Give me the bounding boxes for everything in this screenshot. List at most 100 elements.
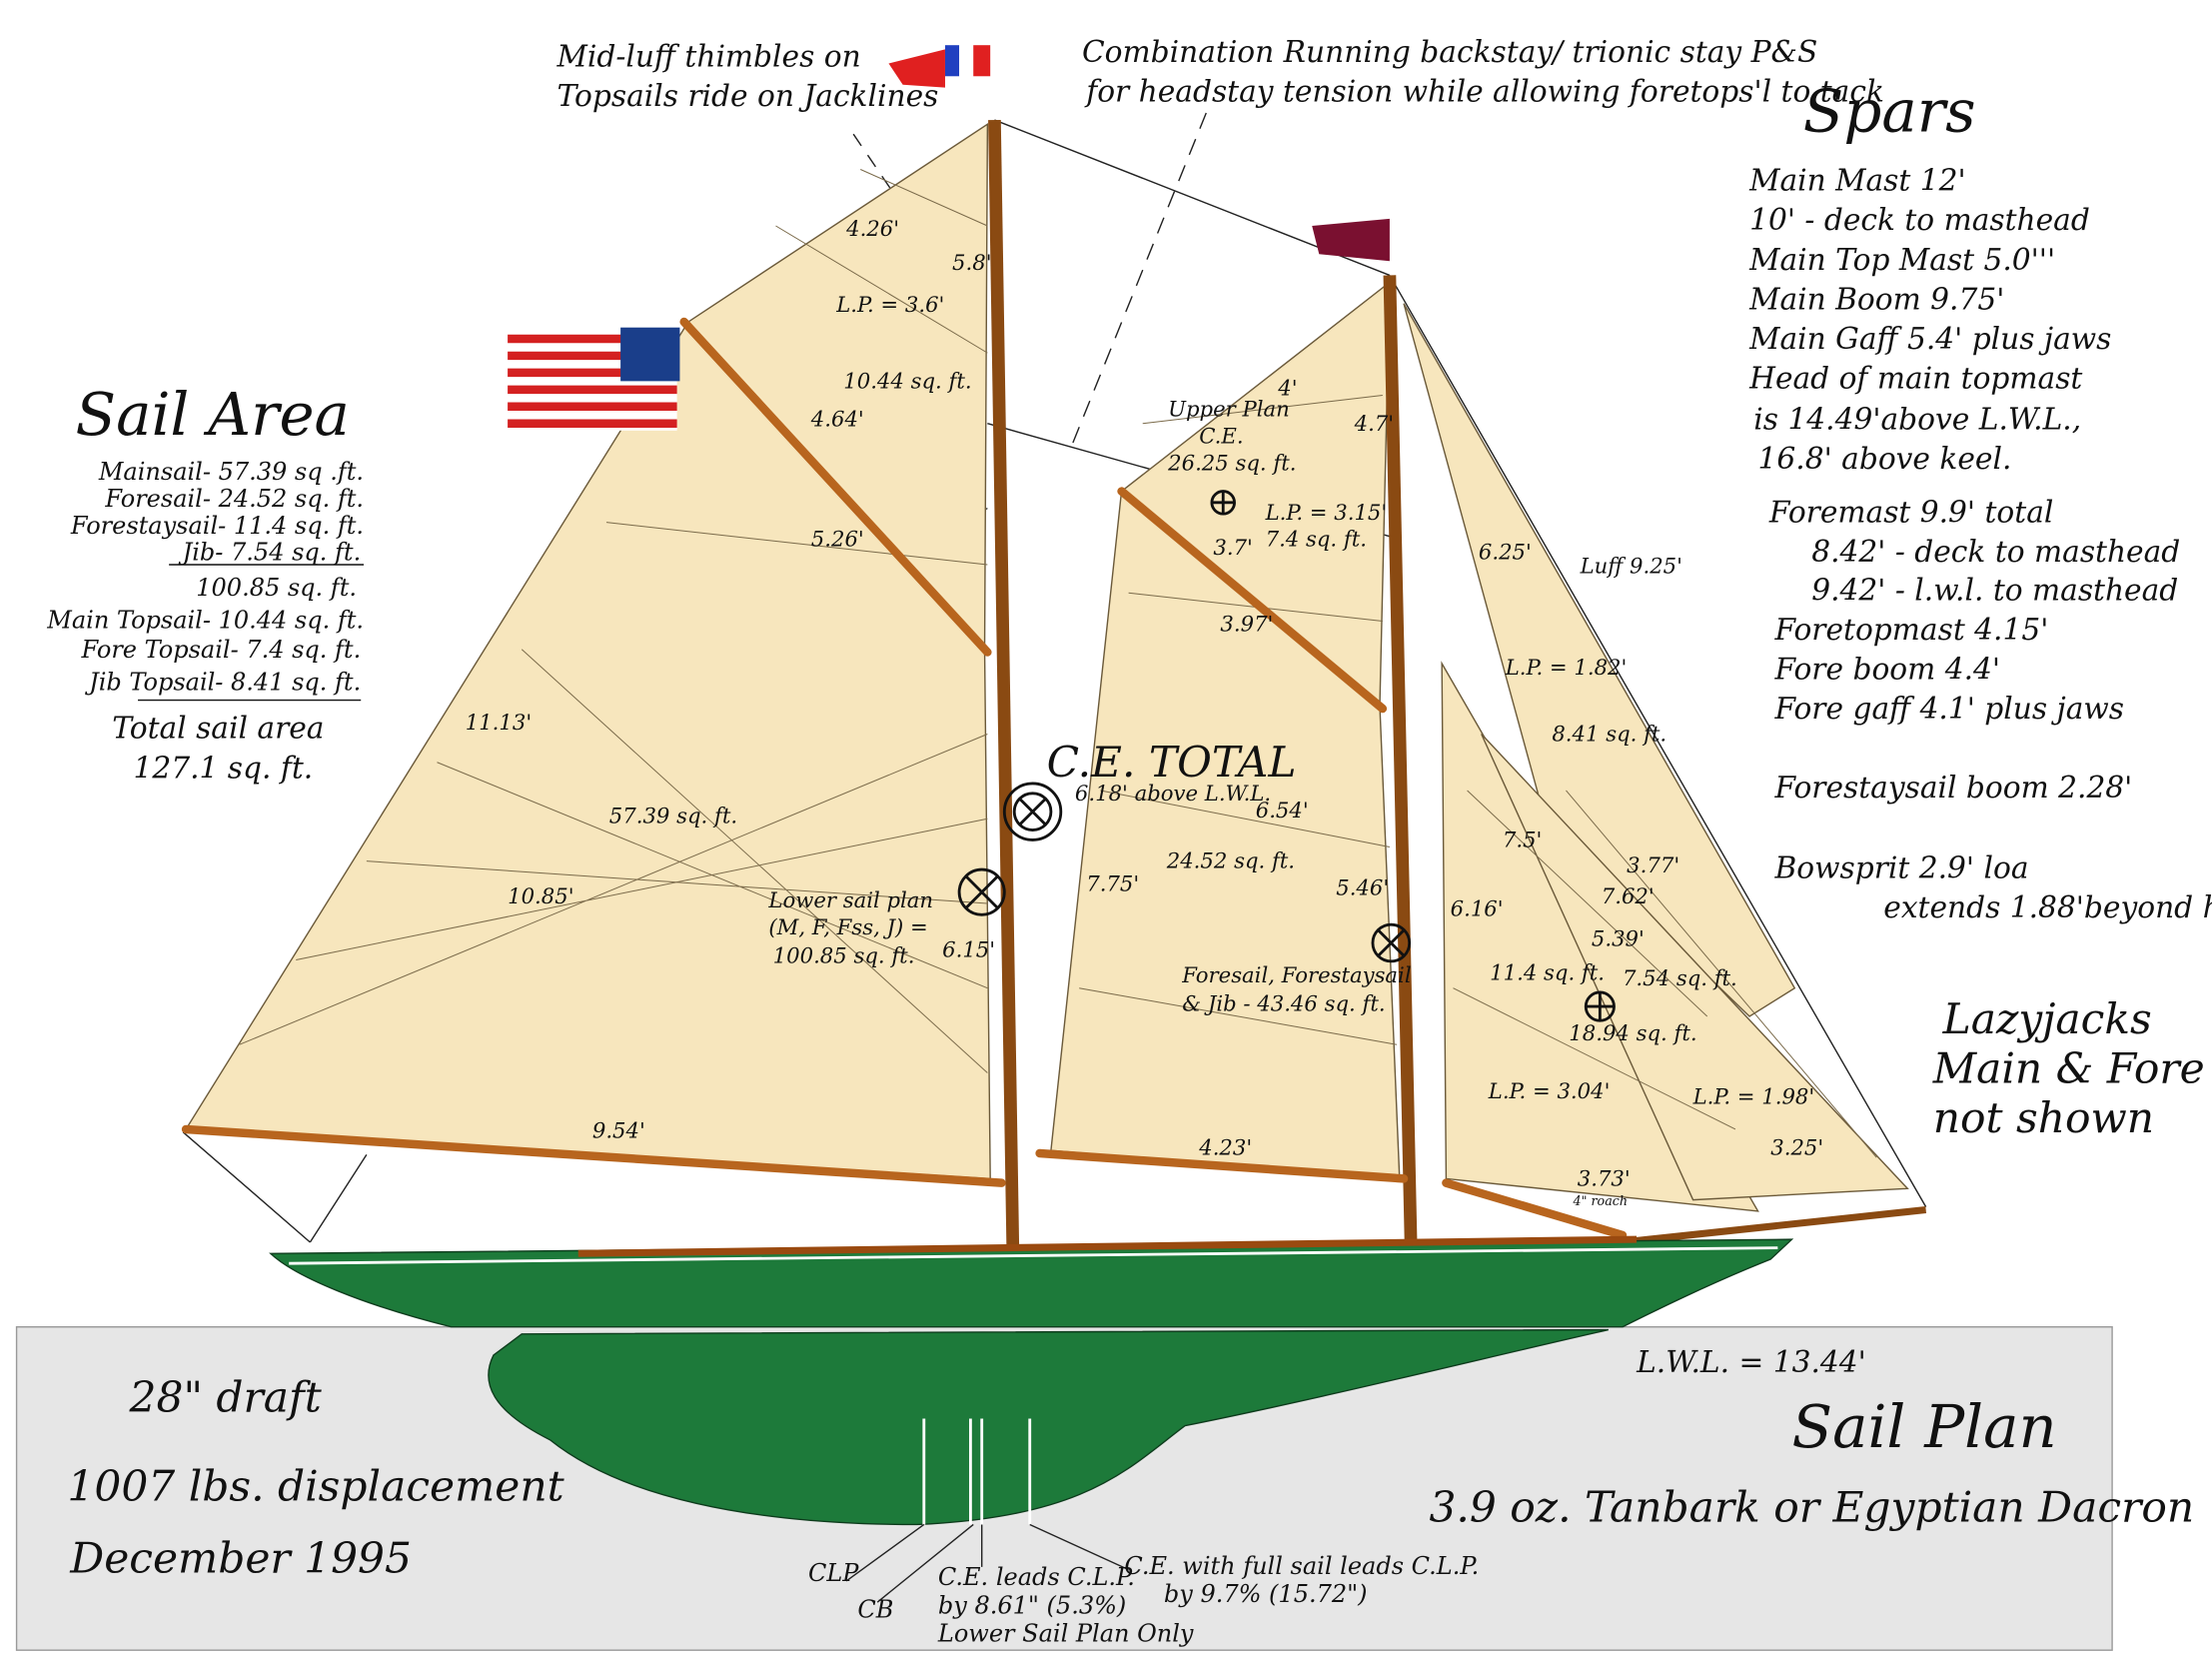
draft-label: 28" draft	[129, 1372, 323, 1421]
keel	[488, 1328, 1609, 1526]
label-spars-fore-3: Foretopmast 4.15'	[1774, 612, 2049, 647]
label-sail-labels-main-topsail-1: 5.8'	[952, 250, 991, 275]
ce-lower-icon	[957, 867, 1006, 916]
date-label: December 1995	[69, 1533, 412, 1582]
label-sail-labels-jib-3: 7.54 sq. ft.	[1623, 965, 1737, 990]
label-sail-labels-foresail-4: 5.46'	[1336, 875, 1389, 900]
label-sail-labels-foresail-1: 6.54'	[1256, 798, 1309, 823]
label-notes-lazyjacks-1: Main & Fore	[1932, 1043, 2205, 1092]
label-sail-labels-jib-0: 3.77'	[1627, 852, 1679, 877]
jib-topsail	[1403, 303, 1796, 1017]
label-spars-bowsprit-0: Bowsprit 2.9' loa	[1774, 850, 2029, 885]
label-sail-labels-main-topsail-0: 4.26'	[845, 216, 899, 241]
plan-title: Sail Plan	[1791, 1392, 2056, 1461]
label-sail-labels-forestaysail-6: 4" roach	[1573, 1193, 1629, 1208]
lazyjacks-note: Lazyjacks Main & Fore not shown	[1932, 994, 2205, 1142]
main-boom	[181, 1124, 1006, 1187]
burgee-flag	[1312, 218, 1390, 262]
label-sail-labels-foresail-2: 24.52 sq. ft.	[1166, 848, 1295, 873]
label-hull-ce-full-0: C.E. with full sail leads C.L.P.	[1124, 1552, 1479, 1580]
fore-gaff	[1117, 487, 1388, 714]
label-sail-labels-ce-total-sub: 6.18' above L.W.L.	[1075, 781, 1271, 806]
ce-head-icon	[1584, 990, 1616, 1022]
label-notes-lazyjacks-2: not shown	[1933, 1093, 2154, 1142]
label-hull-clp: CLP	[808, 1559, 859, 1587]
label-spars-fore-1: 8.42' - deck to masthead	[1811, 534, 2180, 569]
label-sail-labels-main-topsail-3: 10.44 sq. ft.	[843, 368, 971, 393]
bowsprit	[1622, 1205, 1927, 1246]
label-sail-labels-lower-plan-0: Lower sail plan	[767, 887, 933, 912]
displacement-label: 1007 lbs. displacement	[67, 1461, 564, 1510]
ce-markers	[957, 490, 1616, 1022]
label-sail-labels-forestaysail-5: 3.73'	[1578, 1165, 1631, 1190]
label-sail-labels-forestaysail-0: 7.5'	[1503, 826, 1543, 851]
label-sail-labels-fore-topsail-4: 3.7'	[1213, 535, 1253, 560]
label-spars-fore-0: Foremast 9.9' total	[1768, 495, 2054, 530]
label-spars-bowsprit-1: extends 1.88'beyond hull	[1883, 889, 2212, 924]
label-spars-lines-6: is 14.49'above L.W.L.,	[1753, 401, 2081, 436]
forestaysail-boom	[1442, 1178, 1628, 1240]
label-spars-lines-5: Head of main topmast	[1748, 360, 2082, 395]
label-sail-labels-forestaysail-3: 18.94 sq. ft.	[1569, 1020, 1696, 1045]
sail-area-summary: Sail Area Mainsail- 57.39 sq .ft. Foresa…	[46, 380, 364, 785]
spars	[181, 119, 1927, 1250]
label-sail-labels-fore-topsail-1: 4.7'	[1354, 411, 1395, 436]
label-sail-labels-jib-topsail-3: 8.41 sq. ft.	[1552, 722, 1666, 747]
label-sail-labels-jib-4: L.P. = 1.98'	[1692, 1084, 1815, 1109]
note-thimbles-2: Topsails ride on Jacklines	[557, 78, 939, 113]
label-sail-area-upper-0: Main Topsail- 10.44 sq. ft.	[46, 607, 364, 635]
sail-area-title: Sail Area	[75, 380, 349, 449]
spars-title: Spars	[1803, 76, 1976, 145]
label-sail-labels-combined-0: Foresail, Forestaysail	[1181, 962, 1411, 987]
fore-mast	[1383, 275, 1418, 1243]
label-sail-labels-jib-topsail-0: 6.25'	[1479, 539, 1532, 564]
label-sail-labels-foresail-5: 4.23'	[1198, 1134, 1252, 1159]
label-sail-labels-lower-plan-3: 6.15'	[942, 937, 995, 962]
label-sail-labels-lower-plan-2: 100.85 sq. ft.	[773, 942, 915, 967]
label-sail-labels-jib-topsail-1: Luff 9.25'	[1580, 553, 1682, 578]
label-sail-labels-jib-topsail-2: L.P. = 1.82'	[1505, 655, 1628, 680]
label-sail-labels-combined-1: & Jib - 43.46 sq. ft.	[1182, 990, 1385, 1015]
us-flag	[508, 327, 680, 431]
label-spars-lines-3: Main Boom 9.75'	[1748, 281, 2004, 316]
ce-upper-icon	[1210, 490, 1236, 516]
label-sail-labels-mainsail-4: 9.54'	[592, 1117, 645, 1142]
label-spars-forestaysail: Forestaysail boom 2.28'	[1774, 770, 2133, 805]
label-sail-labels-foresail-0: 3.97'	[1220, 611, 1273, 636]
jib	[1481, 734, 1909, 1201]
fore-boom	[1035, 1148, 1409, 1183]
label-spars-lines-1: 10' - deck to masthead	[1749, 202, 2090, 237]
note-backstay-2: for headstay tension while allowing fore…	[1084, 74, 1884, 109]
spars-summary: Spars Main Mast 12' 10' - deck to masthe…	[1748, 76, 2212, 924]
label-sail-area-lower-1: Foresail- 24.52 sq. ft.	[104, 485, 364, 513]
label-hull-ce-lower-2: Lower Sail Plan Only	[937, 1620, 1194, 1648]
hull-notes: L.W.L. = 13.44' 28" draft 1007 lbs. disp…	[67, 1344, 2194, 1648]
ce-fore-icon	[1371, 922, 1412, 963]
ce-total-icon	[1002, 782, 1063, 841]
label-sail-labels-jib-5: 3.25'	[1770, 1134, 1823, 1159]
flags	[508, 45, 1390, 431]
main-gaff	[679, 317, 992, 657]
material-label: 3.9 oz. Tanbark or Egyptian Dacron	[1429, 1483, 2194, 1532]
label-spars-fore-2: 9.42' - l.w.l. to masthead	[1811, 572, 2178, 607]
label-sail-labels-foresail-3: 7.75'	[1086, 870, 1139, 895]
label-sail-labels-mainsail-0: 5.26'	[811, 527, 864, 552]
label-sail-labels-fore-topsail-0: 4'	[1277, 375, 1297, 400]
label-sail-labels-mainsail-3: 10.85'	[508, 883, 573, 908]
label-sail-labels-jib-2: 5.39'	[1592, 925, 1645, 950]
label-sail-labels-mainsail-2: 57.39 sq. ft.	[609, 803, 737, 827]
label-sail-labels-main-topsail-2: L.P. = 3.6'	[835, 292, 944, 317]
hull	[269, 1235, 1794, 1603]
label-sail-labels-main-topsail-4: 4.64'	[810, 407, 864, 432]
label-sail-labels-lower-plan-1: (M, F, Fss, J) =	[768, 914, 927, 939]
label-sail-area-lower-total: 100.85 sq. ft.	[196, 574, 357, 602]
label-sail-labels-fore-topsail-3: 7.4 sq. ft.	[1266, 527, 1367, 552]
ce-total-label: C.E. TOTAL	[1047, 738, 1297, 787]
sail-dimension-labels: 4.26' 5.8' L.P. = 3.6' 10.44 sq. ft. 4.6…	[466, 216, 1824, 1208]
note-backstay-1: Combination Running backstay/ trionic st…	[1082, 34, 1817, 69]
label-spars-lines-0: Main Mast 12'	[1748, 163, 1966, 198]
label-sail-labels-mainsail-1: 11.13'	[466, 710, 532, 735]
label-sail-area-lower-0: Mainsail- 57.39 sq .ft.	[98, 458, 364, 486]
main-mast	[988, 119, 1020, 1250]
